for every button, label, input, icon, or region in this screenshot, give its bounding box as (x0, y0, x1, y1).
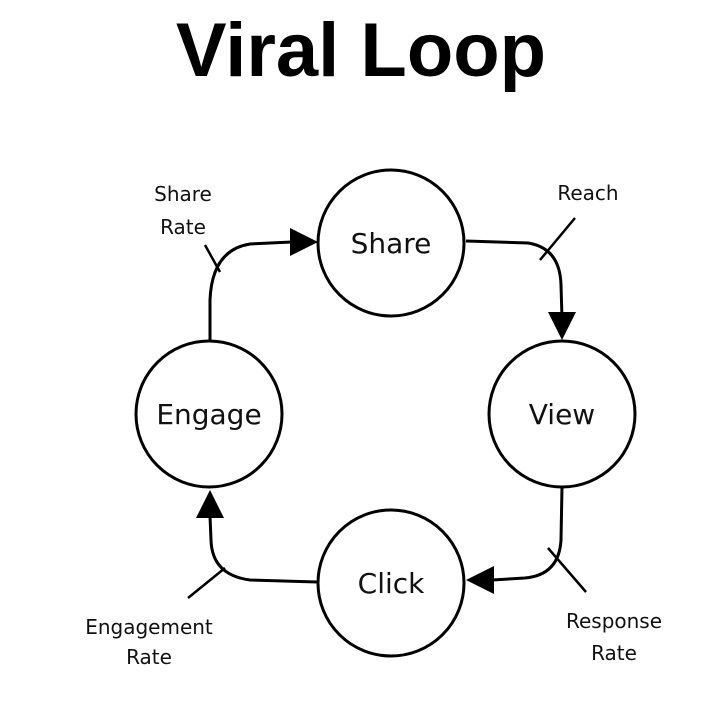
tick-engagement-rate (187, 567, 226, 599)
metric-response-rate-line2: Rate (591, 641, 637, 665)
metric-engagement-rate-line2: Rate (126, 645, 172, 669)
metric-share-rate-line2: Rate (160, 215, 206, 239)
tick-share-rate (203, 244, 222, 273)
tick-response-rate (547, 547, 587, 593)
node-engage-label: Engage (156, 398, 261, 431)
node-share-label: Share (351, 227, 432, 260)
metric-share-rate-line1: Share (154, 182, 212, 206)
metric-response-rate-line1: Response (566, 609, 662, 633)
node-share: Share (316, 168, 466, 318)
metric-engagement-rate-line1: Engagement (85, 615, 213, 639)
node-engage: Engage (134, 339, 284, 489)
tick-reach (539, 217, 576, 261)
edge-click-to-engage (208, 515, 318, 584)
diagram-title: Viral Loop (175, 8, 547, 93)
node-view: View (487, 339, 637, 489)
arrowhead-share-to-view (548, 312, 576, 340)
node-view-label: View (529, 398, 595, 431)
edge-share-to-view (465, 239, 564, 319)
metric-reach-line1: Reach (557, 181, 618, 205)
edge-view-to-click (491, 486, 564, 582)
arrowhead-click-to-engage (196, 490, 224, 518)
arrowhead-engage-to-share (290, 228, 318, 256)
node-click: Click (316, 508, 466, 658)
node-click-label: Click (358, 567, 426, 600)
arrowhead-view-to-click (466, 566, 494, 594)
edge-engage-to-share (208, 240, 293, 342)
